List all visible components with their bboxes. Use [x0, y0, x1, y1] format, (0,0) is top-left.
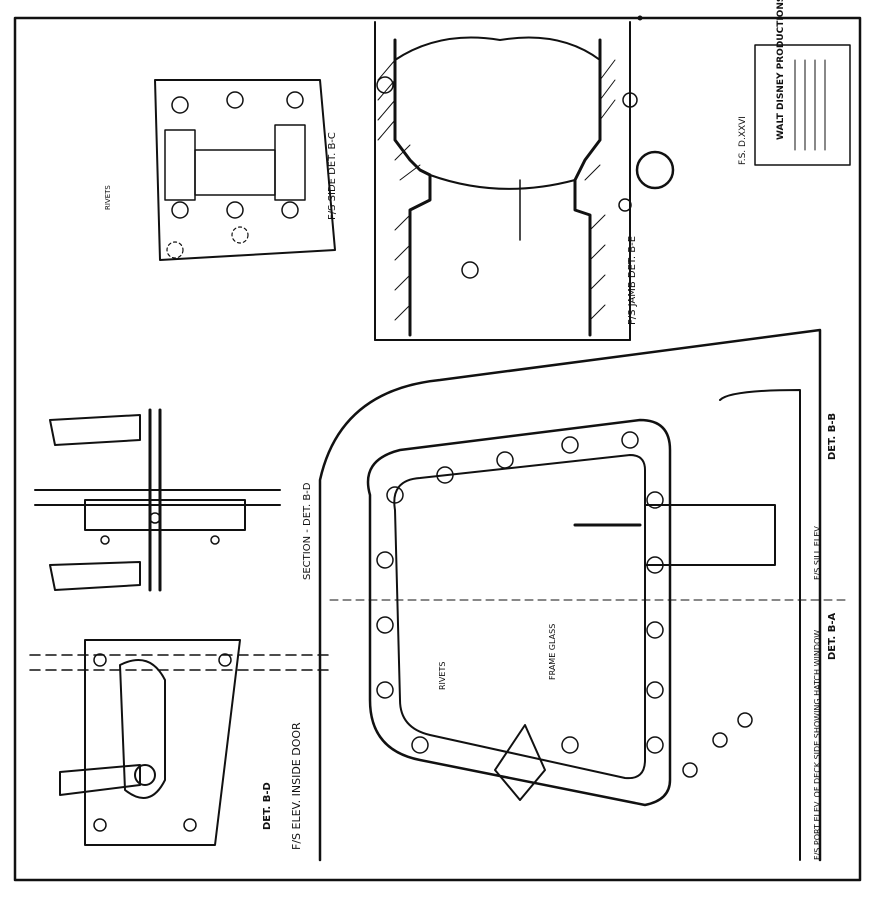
- hinge-plate-detail: [154, 79, 336, 261]
- label-det-bb: DET. B-B: [827, 413, 838, 460]
- label-window-note: F/S PORT ELEV. OF DECK SIDE SHOWING HATC…: [813, 630, 822, 860]
- label-jamb-det: F/S JAMB DET. B-E: [627, 236, 638, 325]
- label-rivets-hinge: RIVETS: [104, 185, 112, 210]
- label-fs-elev: F/S ELEV. INSIDE DOOR: [290, 722, 303, 850]
- latch-handle-section: [34, 408, 281, 592]
- label-rivets: RIVETS: [438, 662, 447, 690]
- company-name: WALT DISNEY PRODUCTIONS: [776, 0, 786, 140]
- title-block: WALT DISNEY PRODUCTIONS F.S. D.XXVI: [738, 0, 851, 166]
- hatch-window-frame: [318, 328, 851, 862]
- ink-dot: [637, 15, 643, 21]
- label-frame-glass: FRAME GLASS: [548, 624, 557, 680]
- section-casting-detail: [374, 21, 675, 341]
- label-det-bd: DET. B-D: [262, 782, 273, 830]
- label-det-ba: DET. B-A: [827, 613, 838, 660]
- sheet-border: [13, 16, 862, 882]
- label-sill-elev: F/S SILL ELEV.: [813, 525, 822, 580]
- label-section-a: F/S SIDE DET. B-C: [327, 132, 338, 220]
- label-section-d: SECTION - DET. B-D: [302, 482, 313, 580]
- sheet-reference: F.S. D.XXVI: [738, 116, 748, 165]
- door-elevation-detail: [29, 639, 331, 846]
